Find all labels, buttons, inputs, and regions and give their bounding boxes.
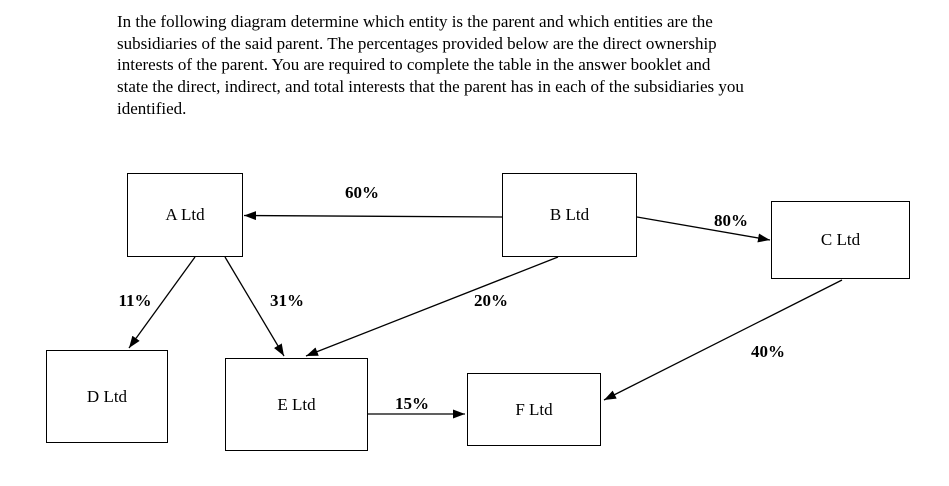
entity-box-c-ltd: C Ltd bbox=[771, 201, 910, 279]
entity-box-a-ltd: A Ltd bbox=[127, 173, 243, 257]
percent-label-e-to-f: 15% bbox=[395, 394, 429, 413]
arrow-b-to-a bbox=[243, 211, 503, 221]
percent-label-b-to-c: 80% bbox=[714, 211, 748, 230]
percent-label-c-to-f: 40% bbox=[751, 342, 785, 361]
arrow-b-to-c bbox=[636, 216, 771, 243]
question-text-line: subsidiaries of the said parent. The per… bbox=[117, 33, 717, 53]
arrow-a-to-d bbox=[128, 256, 196, 349]
entity-box-b-ltd: B Ltd bbox=[502, 173, 637, 257]
entity-label-f-ltd: F Ltd bbox=[515, 399, 553, 419]
percent-label-a-to-d: 11% bbox=[118, 291, 152, 310]
question-text-line: identified. bbox=[117, 98, 187, 118]
arrow-b-to-e bbox=[305, 256, 559, 357]
entity-label-e-ltd: E Ltd bbox=[277, 394, 316, 414]
entity-box-d-ltd: D Ltd bbox=[46, 350, 168, 443]
entity-box-f-ltd: F Ltd bbox=[467, 373, 601, 446]
entity-label-b-ltd: B Ltd bbox=[549, 205, 590, 224]
question-text: In the following diagram determine which… bbox=[117, 11, 897, 120]
arrow-a-to-e bbox=[224, 256, 285, 357]
percent-label-b-to-a: 60% bbox=[345, 183, 379, 202]
entity-label-d-ltd: D Ltd bbox=[86, 386, 128, 406]
percent-label-a-to-e: 31% bbox=[270, 291, 304, 310]
entity-box-e-ltd: E Ltd bbox=[225, 358, 368, 451]
entity-label-c-ltd: C Ltd bbox=[820, 230, 861, 249]
question-text-line: In the following diagram determine which… bbox=[117, 12, 713, 31]
question-text-line: interests of the parent. You are require… bbox=[117, 55, 711, 75]
question-text-line: state the direct, indirect, and total in… bbox=[117, 77, 744, 97]
arrow-c-to-f bbox=[603, 279, 843, 401]
entity-label-a-ltd: A Ltd bbox=[165, 205, 205, 224]
percent-label-b-to-e: 20% bbox=[474, 291, 508, 310]
